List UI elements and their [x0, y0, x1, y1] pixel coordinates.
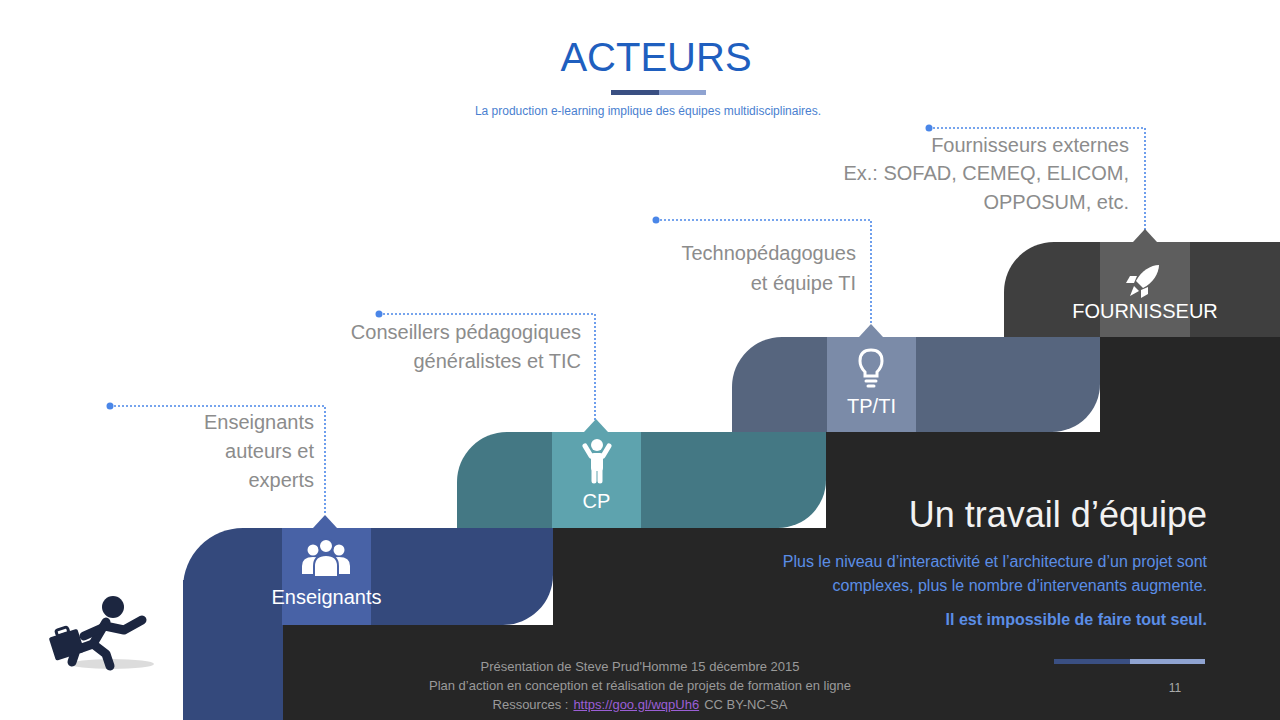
step-band: CP: [457, 432, 826, 528]
footer-text: Présentation de Steve Prud'Homme 15 déce…: [480, 657, 799, 676]
step-band: TP/TI: [732, 337, 1100, 432]
step-label: Enseignants: [271, 585, 381, 609]
footer-bar: [1054, 659, 1130, 664]
footer-row: Ressources :https://goo.gl/wqpUh6 CC BY-N…: [493, 695, 788, 714]
footer: Présentation de Steve Prud'Homme 15 déce…: [300, 657, 980, 714]
dark-ground: [553, 528, 1280, 625]
callout-text: Ex.: SOFAD, CEMEQ, ELICOM, OPPOSUM, etc.: [819, 159, 1129, 217]
step-band: FOURNISSEUR: [1004, 242, 1280, 337]
body-text: Plus le niveau d’interactivité et l’arch…: [732, 550, 1207, 598]
footer-text: Plan d’action en conception et réalisati…: [429, 676, 851, 695]
runner-figure: [47, 596, 154, 669]
dark-ground: [1100, 337, 1280, 432]
dark-ground: [283, 625, 1280, 720]
footer-text: Ressources :: [493, 695, 569, 714]
page-number: 11: [1160, 680, 1190, 696]
callout-text: Fournisseurs externes: [819, 131, 1129, 159]
step-label: FOURNISSEUR: [1072, 299, 1218, 323]
callout-text: Conseillers pédagogiques généralistes et…: [316, 318, 581, 376]
footer-text: CC BY-NC-SA: [704, 695, 787, 714]
person-icon: [585, 439, 609, 481]
step-label: TP/TI: [847, 394, 896, 418]
title-bar: [659, 90, 706, 95]
callout-text: Enseignants auteurs et experts: [184, 408, 314, 495]
icon-square: [552, 432, 641, 528]
emphasis-text: Il est impossible de faire tout seul.: [720, 608, 1207, 632]
band-shape: [732, 337, 1100, 432]
pointer: [859, 324, 883, 337]
icon-square: [282, 528, 371, 625]
step-band: Enseignants: [183, 528, 553, 625]
pointer: [584, 419, 608, 432]
pointer: [1133, 229, 1157, 242]
band-shape: [457, 432, 826, 528]
people-icon: [302, 539, 350, 577]
icon-square: [827, 337, 916, 432]
slide-title: ACTEURS: [420, 32, 892, 82]
heading: Un travail d’équipe: [720, 490, 1207, 540]
footer-link: https://goo.gl/wqpUh6: [573, 695, 699, 714]
pointer: [313, 515, 337, 528]
band-shape: [1004, 242, 1280, 337]
rocket-icon: [1126, 265, 1159, 298]
subtitle: La production e-learning implique des éq…: [332, 103, 964, 119]
footer-bar: [1130, 659, 1205, 664]
step-label: CP: [583, 489, 611, 513]
icon-square: [1100, 242, 1190, 337]
callout-text: Technopédagogues et équipe TI: [671, 238, 856, 298]
title-bar: [611, 90, 659, 95]
band-shape: [183, 528, 553, 625]
bulb-icon: [860, 350, 882, 386]
